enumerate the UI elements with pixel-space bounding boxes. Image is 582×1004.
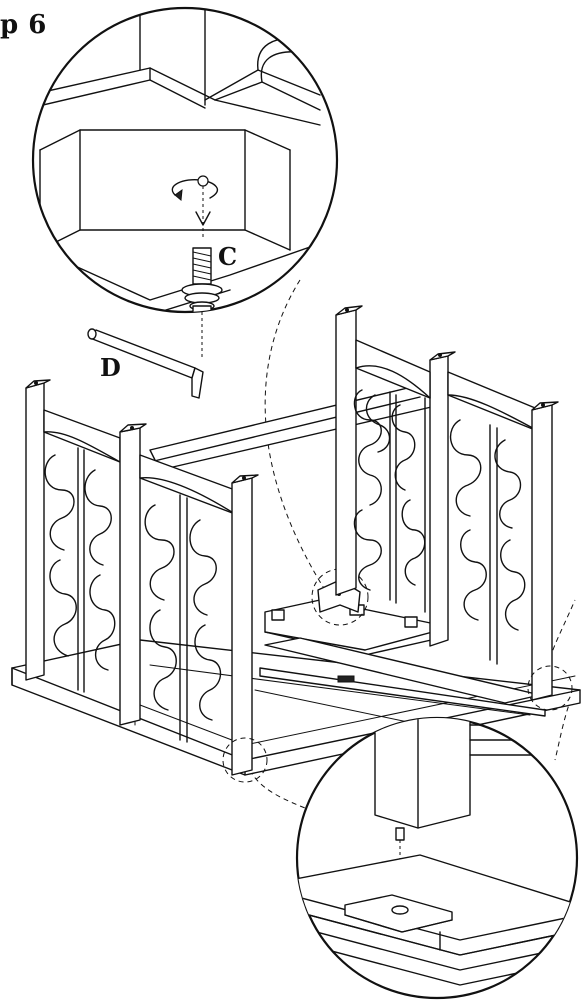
hex-wrench-d	[87, 328, 204, 399]
label-wrench-d: D	[100, 353, 121, 382]
left-side-scroll-panel	[44, 447, 116, 693]
label-screw-c: C	[218, 242, 237, 271]
detail-circle-screw: C	[31, 6, 339, 314]
right-back-scroll-panel	[353, 389, 426, 613]
table-assembly	[11, 305, 581, 783]
detail-circle-leg-peg	[295, 716, 579, 1000]
front-scroll-panel	[144, 494, 222, 743]
step-title: p 6	[0, 10, 47, 40]
right-front-scroll-panel	[449, 419, 526, 665]
